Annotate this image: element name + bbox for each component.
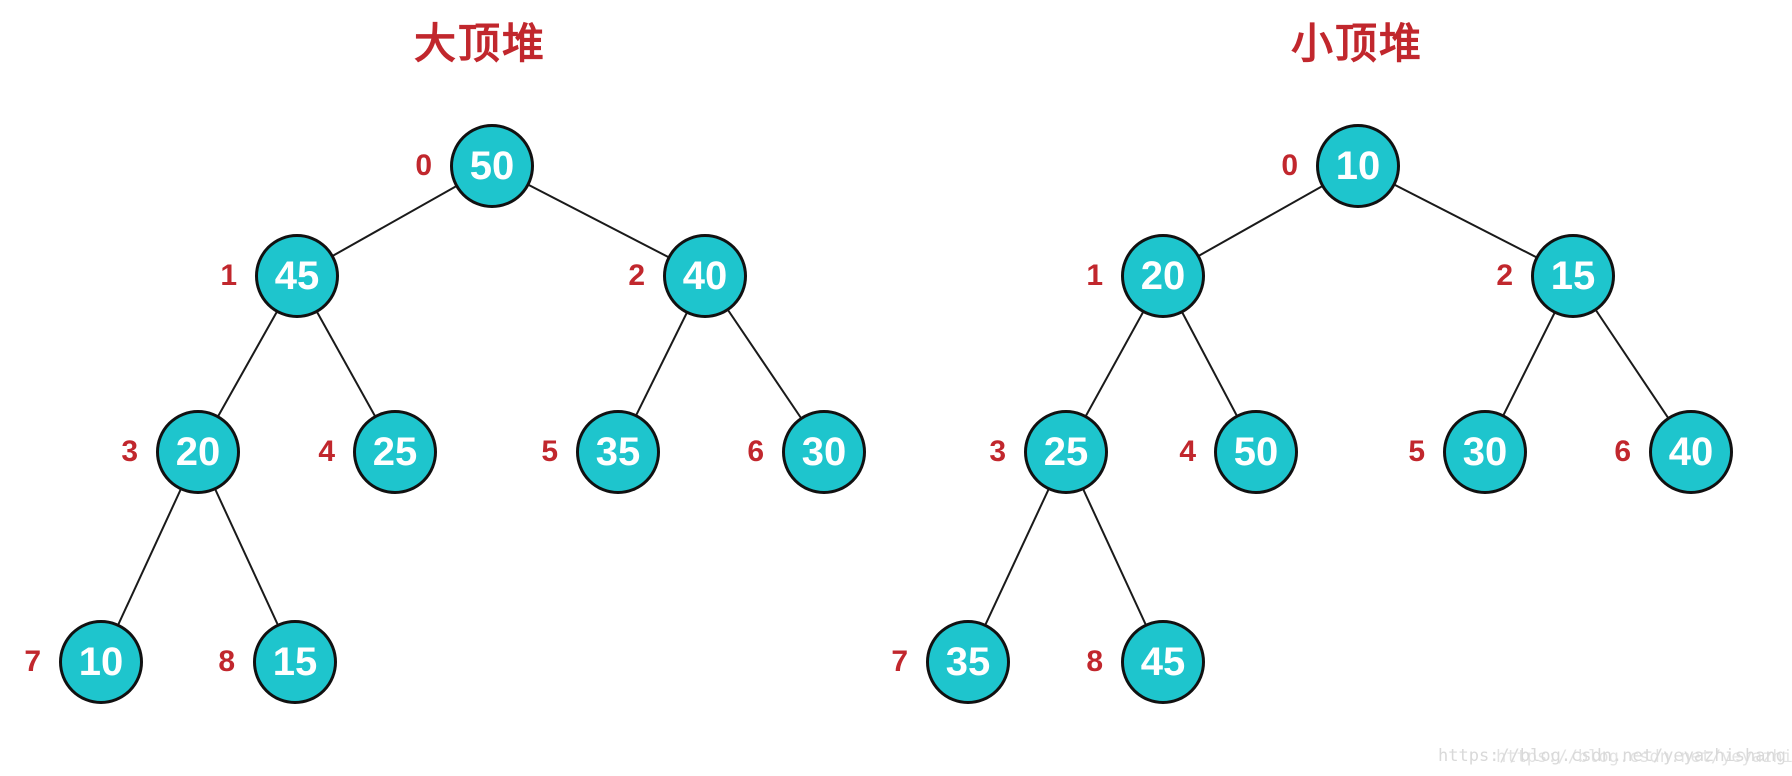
heap-node-50: 50: [450, 124, 534, 208]
node-value: 20: [1140, 253, 1186, 298]
node-index-label: 8: [218, 645, 235, 678]
max-heap-title: 大顶堆: [413, 20, 547, 67]
heap-node-40: 40: [663, 234, 747, 318]
heap-node-10: 10: [59, 620, 143, 704]
node-index-label: 8: [1086, 645, 1103, 678]
heap-node-30: 30: [1443, 410, 1527, 494]
node-index-label: 7: [24, 645, 41, 678]
node-value: 40: [1668, 429, 1714, 474]
heap-node-20: 20: [1121, 234, 1205, 318]
node-index-label: 0: [1281, 149, 1298, 182]
node-value: 45: [274, 253, 320, 298]
heap-node-30: 30: [782, 410, 866, 494]
heap-node-25: 25: [1024, 410, 1108, 494]
node-value: 25: [1043, 429, 1089, 474]
node-index-label: 3: [121, 435, 138, 468]
node-index-label: 6: [747, 435, 764, 468]
node-value: 50: [1233, 429, 1279, 474]
node-value: 10: [78, 639, 124, 684]
node-index-label: 0: [415, 149, 432, 182]
heap-node-45: 45: [255, 234, 339, 318]
node-index-label: 7: [891, 645, 908, 678]
node-index-label: 6: [1614, 435, 1631, 468]
node-value: 30: [801, 429, 847, 474]
node-value: 15: [1550, 253, 1596, 298]
node-index-label: 5: [541, 435, 558, 468]
heap-node-20: 20: [156, 410, 240, 494]
heap-node-40: 40: [1649, 410, 1733, 494]
heap-node-25: 25: [353, 410, 437, 494]
node-index-label: 5: [1408, 435, 1425, 468]
watermark-text-overlap: https://blog.csdn.net/yeyazhishang: [1496, 747, 1792, 767]
heap-node-50: 50: [1214, 410, 1298, 494]
node-value: 40: [682, 253, 728, 298]
node-value: 50: [469, 143, 515, 188]
node-value: 35: [595, 429, 641, 474]
node-index-label: 2: [628, 259, 645, 292]
watermark-text: https://blog.csdn.net/yeyazhishang: [1438, 746, 1786, 766]
node-index-label: 3: [989, 435, 1006, 468]
node-value: 45: [1140, 639, 1186, 684]
node-value: 10: [1335, 143, 1381, 188]
heap-node-35: 35: [576, 410, 660, 494]
heap-node-10: 10: [1316, 124, 1400, 208]
min-heap-title: 小顶堆: [1290, 20, 1424, 67]
node-value: 30: [1462, 429, 1508, 474]
node-index-label: 2: [1496, 259, 1513, 292]
node-index-label: 4: [318, 435, 335, 468]
heap-node-35: 35: [926, 620, 1010, 704]
node-index-label: 4: [1179, 435, 1196, 468]
heap-node-15: 15: [253, 620, 337, 704]
node-value: 15: [272, 639, 318, 684]
node-value: 20: [175, 429, 221, 474]
heap-node-15: 15: [1531, 234, 1615, 318]
node-index-label: 1: [1086, 259, 1103, 292]
node-value: 35: [945, 639, 991, 684]
node-index-label: 1: [220, 259, 237, 292]
node-value: 25: [372, 429, 418, 474]
heap-node-45: 45: [1121, 620, 1205, 704]
watermark: https://blog.csdn.net/yeyazhishang https…: [1438, 744, 1792, 774]
